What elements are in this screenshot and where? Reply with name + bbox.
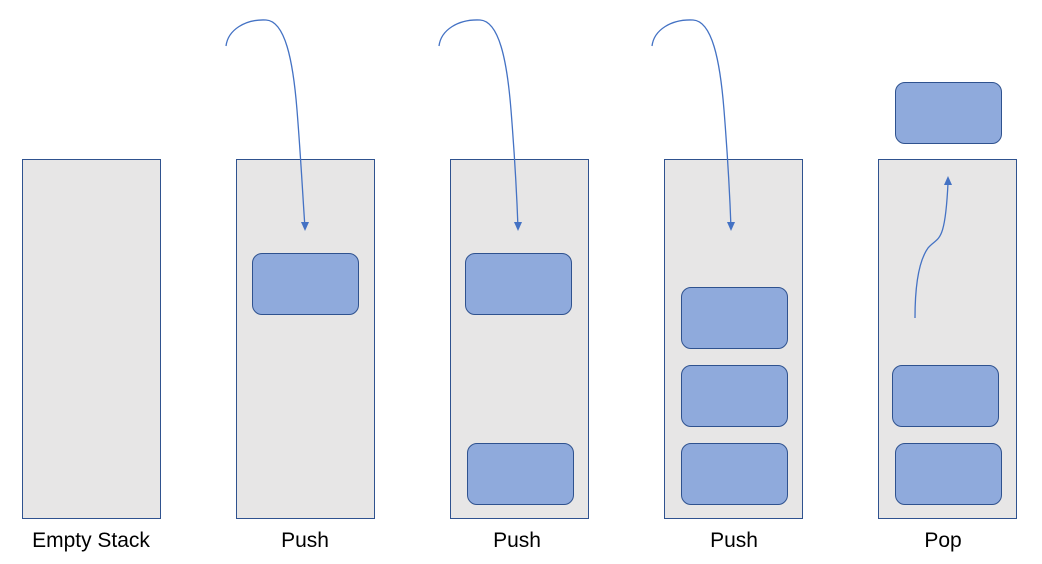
stack-item [252, 253, 359, 315]
stack-item [465, 253, 572, 315]
stack-item [467, 443, 574, 505]
caption-push-1: Push [281, 529, 329, 552]
caption-pop: Pop [924, 529, 962, 552]
stack-item [895, 443, 1002, 505]
stack-item [681, 443, 788, 505]
caption-empty-stack: Empty Stack [32, 529, 150, 552]
caption-push-2: Push [493, 529, 541, 552]
stack-item [681, 287, 788, 349]
popped-item [895, 82, 1002, 144]
stack-container-1 [22, 159, 161, 519]
stack-item [892, 365, 999, 427]
stack-item [681, 365, 788, 427]
stack-container-2 [236, 159, 375, 519]
caption-push-3: Push [710, 529, 758, 552]
